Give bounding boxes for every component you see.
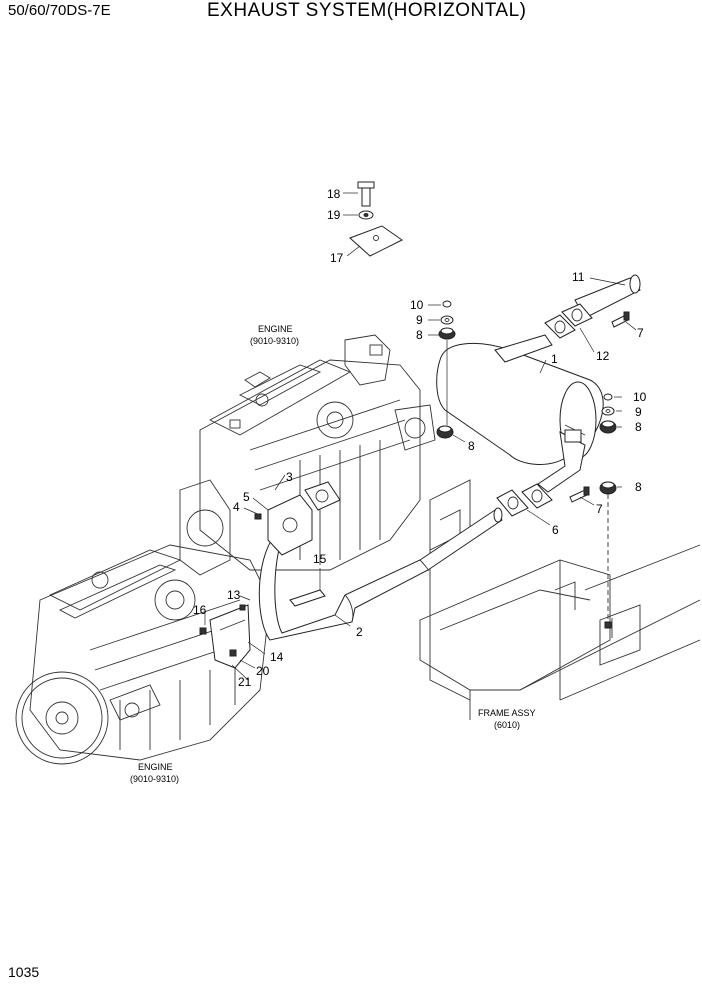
callout-5: 5: [243, 490, 250, 504]
muffler: [436, 334, 604, 493]
callout-17: 17: [330, 251, 344, 265]
callout-9: 9: [635, 405, 642, 419]
callout-numbers: 18 19 17 11 10 9 8 7 12 1 10 9 8 8 8 7 6…: [193, 187, 647, 689]
reference-labels: ENGINE (9010-9310) ENGINE (9010-9310) FR…: [130, 324, 536, 784]
model-code: 50/60/70DS-7E: [8, 2, 111, 19]
engine-upper-label: ENGINE: [258, 324, 293, 334]
tail-pipe: [574, 274, 641, 319]
mount-stack-upper: [438, 300, 456, 340]
engine-lower-code: (9010-9310): [130, 774, 179, 784]
gasket-6: [496, 483, 553, 517]
callout-19: 19: [327, 208, 341, 222]
callout-10: 10: [633, 390, 647, 404]
gasket-12: [544, 303, 593, 339]
callout-9: 9: [416, 313, 423, 327]
callout-8: 8: [635, 480, 642, 494]
callout-18: 18: [327, 187, 341, 201]
frame-assy-label: FRAME ASSY: [478, 708, 536, 718]
callout-8: 8: [416, 328, 423, 342]
leader-lines: [204, 192, 637, 681]
lower-bracket: [199, 604, 251, 669]
callout-21: 21: [238, 675, 252, 689]
mount-stack-right: [599, 393, 617, 620]
callout-10: 10: [410, 298, 424, 312]
callout-16: 16: [193, 603, 207, 617]
callout-2: 2: [356, 625, 363, 639]
page-title: EXHAUST SYSTEM(HORIZONTAL): [207, 0, 527, 21]
callout-6: 6: [552, 523, 559, 537]
exhaust-pipe: [258, 507, 503, 641]
callout-15: 15: [313, 552, 327, 566]
callout-7: 7: [596, 502, 603, 516]
page-number: 1035: [8, 964, 40, 980]
bolt-7-upper: [611, 311, 630, 328]
frame-assy-code: (6010): [494, 720, 520, 730]
callout-7: 7: [637, 326, 644, 340]
engine-lower-label: ENGINE: [138, 762, 173, 772]
engine-lower-illustration: [15, 544, 271, 765]
mount-under-muffler: [436, 425, 454, 439]
frame-assy-illustration: [419, 479, 701, 720]
callout-13: 13: [227, 588, 241, 602]
plate-assembly-17: [349, 181, 403, 257]
callout-1: 1: [551, 352, 558, 366]
callout-14: 14: [270, 650, 284, 664]
engine-upper-code: (9010-9310): [250, 336, 299, 346]
callout-12: 12: [596, 349, 610, 363]
flange-bracket: [254, 481, 341, 556]
callout-8: 8: [468, 439, 475, 453]
callout-4: 4: [233, 500, 240, 514]
callout-3: 3: [286, 470, 293, 484]
callout-11: 11: [572, 270, 585, 284]
callout-20: 20: [256, 664, 270, 678]
bolt-7-lower: [569, 486, 590, 503]
callout-8: 8: [635, 420, 642, 434]
